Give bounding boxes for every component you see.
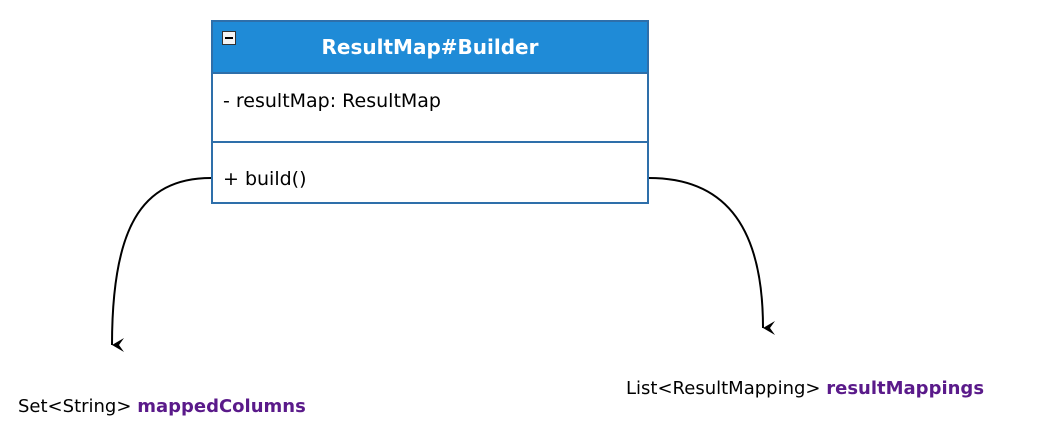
output-field: mappedColumns [137,396,306,417]
class-title: ResultMap#Builder [321,35,539,59]
output-type: Set<String> [18,396,132,417]
class-header: ResultMap#Builder [213,22,647,74]
class-attribute: - resultMap: ResultMap [223,90,441,112]
uml-class-box[interactable]: ResultMap#Builder - resultMap: ResultMap… [211,20,649,204]
output-type: List<ResultMapping> [626,378,821,399]
output-label-result-mappings: List<ResultMapping> resultMappings [626,378,984,399]
arrow-right [648,177,776,335]
collapse-icon[interactable] [222,31,236,45]
arrow-left [111,177,212,353]
output-label-mapped-columns: Set<String> mappedColumns [18,396,306,417]
section-divider [213,141,647,143]
class-method: + build() [223,168,307,190]
output-field: resultMappings [826,378,985,399]
